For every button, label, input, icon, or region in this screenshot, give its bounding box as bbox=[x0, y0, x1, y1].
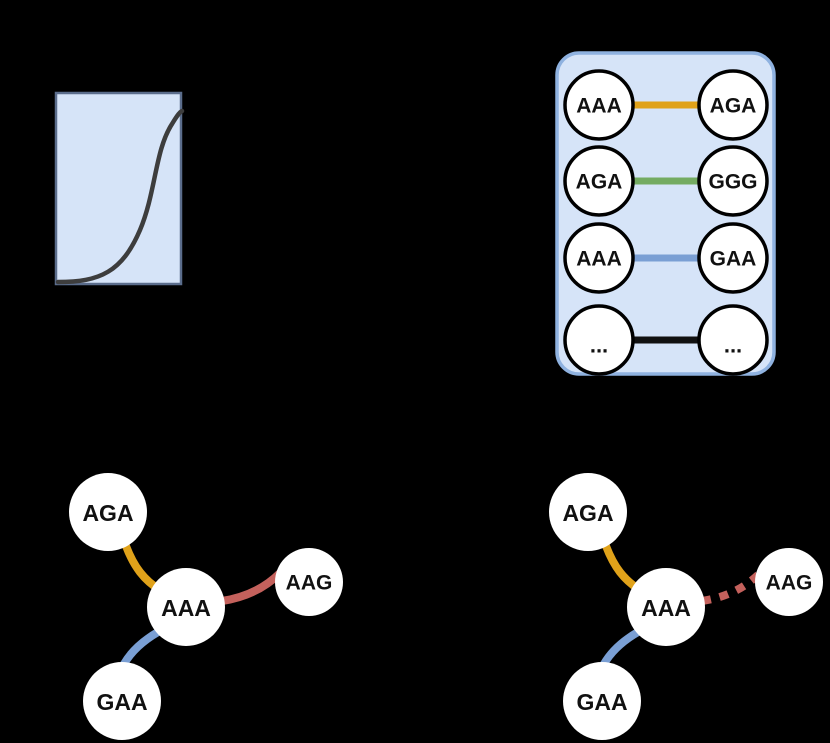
graph-left-node-aaa-label: AAA bbox=[161, 595, 211, 621]
pair-node-right-1[interactable] bbox=[697, 69, 769, 141]
graph-left-node-aga-label: AGA bbox=[82, 500, 133, 526]
graph-right-edge-aaa-aag bbox=[701, 570, 763, 605]
graph-right-node-aga[interactable] bbox=[549, 473, 627, 551]
pair-node-right-2[interactable] bbox=[697, 145, 769, 217]
graph-right-node-gaa[interactable] bbox=[563, 662, 641, 740]
pair-node-left-4-label: ... bbox=[590, 333, 608, 358]
pair-node-left-1-label: AAA bbox=[576, 95, 622, 118]
pair-node-left-3[interactable] bbox=[563, 222, 635, 294]
sigmoid-curve bbox=[55, 108, 185, 285]
graph-left-node-aga[interactable] bbox=[69, 473, 147, 551]
graph-right-edge-aga-aaa bbox=[602, 542, 644, 594]
graph-left-node-gaa-label: GAA bbox=[96, 689, 147, 715]
pair-node-left-2[interactable] bbox=[563, 145, 635, 217]
pair-node-right-3-label: GAA bbox=[710, 248, 757, 271]
distribution-plot-box bbox=[54, 91, 183, 286]
graph-left-edge-aaa-gaa bbox=[120, 628, 162, 668]
graph-right-node-gaa-label: GAA bbox=[576, 689, 627, 715]
graph-left-node-aag[interactable] bbox=[275, 548, 343, 616]
pair-node-right-1-label: AGA bbox=[710, 95, 757, 118]
graph-right-node-aga-label: AGA bbox=[562, 500, 613, 526]
graph-right-node-aaa-label: AAA bbox=[641, 595, 691, 621]
graph-left-node-aaa[interactable] bbox=[147, 568, 225, 646]
graph-right-node-aag-label: AAG bbox=[766, 572, 813, 595]
pair-node-right-2-label: GGG bbox=[708, 171, 757, 194]
pair-node-right-4-label: ... bbox=[724, 333, 742, 358]
pair-node-left-1[interactable] bbox=[563, 69, 635, 141]
graph-left-node-aag-label: AAG bbox=[286, 572, 333, 595]
pair-node-left-3-label: AAA bbox=[576, 248, 622, 271]
graph-right-edge-aaa-gaa bbox=[600, 628, 642, 668]
pair-node-right-3[interactable] bbox=[697, 222, 769, 294]
pair-node-left-2-label: AGA bbox=[576, 171, 623, 194]
graph-right-node-aaa[interactable] bbox=[627, 568, 705, 646]
pair-node-right-4[interactable] bbox=[697, 304, 769, 376]
graph-left-node-gaa[interactable] bbox=[83, 662, 161, 740]
pair-node-left-4[interactable] bbox=[563, 304, 635, 376]
graph-right-node-aag[interactable] bbox=[755, 548, 823, 616]
